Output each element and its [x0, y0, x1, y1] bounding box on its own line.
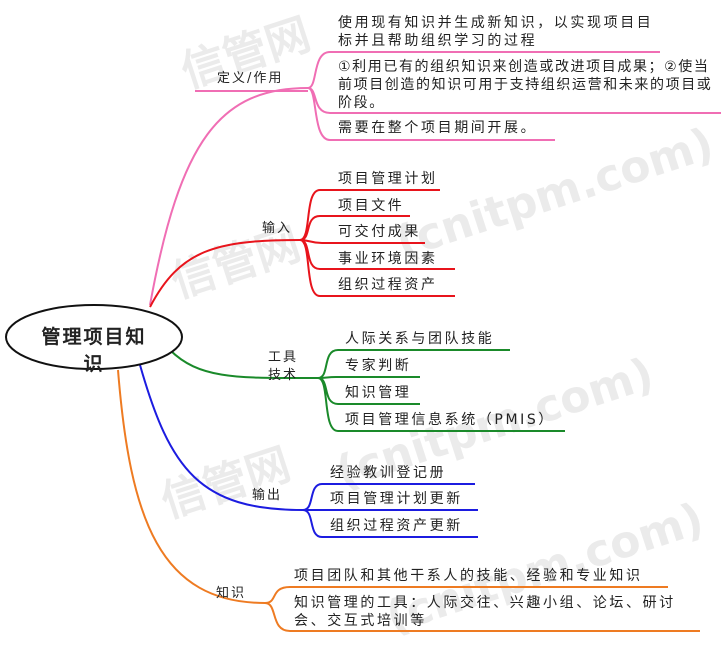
definition-item: 使用现有知识并生成新知识，以实现项目目标并且帮助组织学习的过程	[338, 15, 654, 49]
tool-item: 知识管理	[345, 385, 412, 401]
branch-outputs[interactable]: 输出	[252, 488, 283, 503]
tool-item: 专家判断	[345, 358, 412, 374]
input-item: 可交付成果	[338, 224, 421, 240]
input-item: 项目文件	[338, 198, 405, 214]
knowledge-item: 项目团队和其他干系人的技能、经验和专业知识	[294, 568, 643, 584]
input-item: 项目管理计划	[338, 171, 438, 187]
branch-inputs[interactable]: 输入	[262, 221, 293, 236]
output-item: 项目管理计划更新	[330, 491, 463, 507]
input-item: 事业环境因素	[338, 251, 438, 267]
input-item: 组织过程资产	[338, 277, 438, 293]
output-item: 组织过程资产更新	[330, 518, 463, 534]
root-node-ellipse	[5, 304, 183, 370]
knowledge-item: 知识管理的工具：人际交往、兴趣小组、论坛、研讨会、交互式培训等	[294, 595, 676, 629]
branch-knowledge[interactable]: 知识	[216, 586, 247, 601]
root-node[interactable]: 管理项目知识	[41, 326, 147, 375]
output-item: 经验教训登记册	[330, 465, 447, 481]
tool-item: 项目管理信息系统（PMIS）	[345, 412, 555, 428]
definition-item: 需要在整个项目期间开展。	[338, 120, 538, 136]
definition-item: ①利用已有的组织知识来创造或改进项目成果；②使当前项目创造的知识可用于支持组织运…	[338, 59, 713, 111]
tool-item: 人际关系与团队技能	[345, 331, 495, 347]
branch-definition[interactable]: 定义/作用	[217, 71, 284, 86]
branch-tools[interactable]: 工具技术	[268, 350, 299, 383]
